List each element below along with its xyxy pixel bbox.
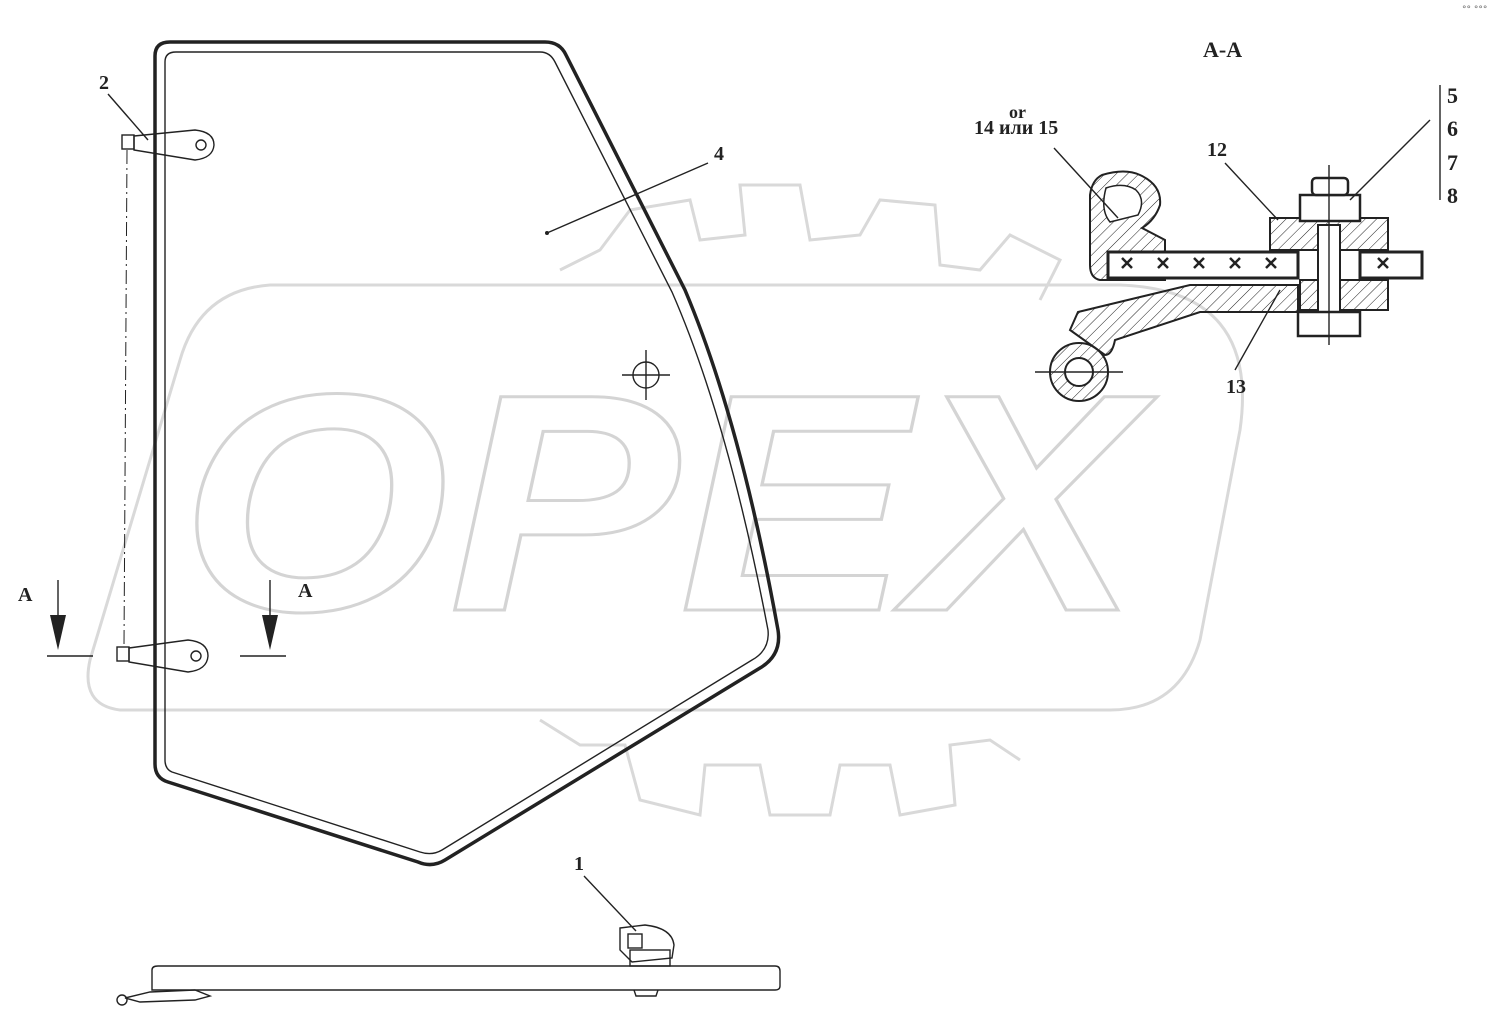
bottom-view [116,924,781,1006]
corner-mark: °° °°° [1462,5,1487,15]
cut-mark-right: A [298,580,313,602]
callout-5: 5 [1447,83,1458,108]
callout-1: 1 [574,853,584,875]
callout-2: 2 [99,72,109,94]
callout-4: 4 [714,143,724,165]
section-a-a [1035,85,1441,402]
hinge-axis [123,149,128,646]
section-title: A-A [1203,37,1242,62]
callout-8: 8 [1447,183,1458,208]
watermark-text: OPEX [180,329,1158,676]
callout-13: 13 [1226,376,1246,398]
callout-12: 12 [1207,139,1227,161]
glass-panel [153,40,781,867]
callout-6: 6 [1447,116,1458,141]
cut-mark-left: A [18,584,33,606]
hinge-top [121,129,215,161]
section-cut-marks: A A [18,580,313,657]
callout-7: 7 [1447,150,1458,175]
callout-alt-parts: 14 или 15 [974,117,1058,139]
hinge-bottom [116,639,209,673]
callout-alt-prefix: or [1009,102,1026,122]
watermark: OPEX [86,183,1244,817]
